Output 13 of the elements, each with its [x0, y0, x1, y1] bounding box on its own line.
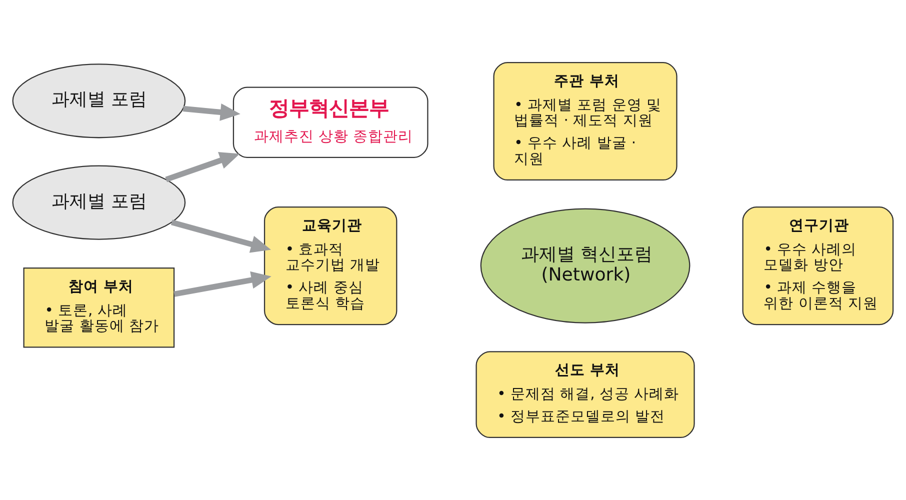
arrow — [182, 103, 240, 121]
arrow — [170, 220, 271, 253]
arrow — [165, 152, 240, 182]
node-box: 참여 부처 • 토론, 사례 발굴 활동에 참가 — [23, 268, 175, 348]
node-ellipse: 과제별 혁신포럼 (Network) — [480, 208, 690, 324]
arrow — [174, 271, 272, 297]
node-ellipse: 과제별 포럼 — [12, 165, 186, 240]
node-ellipse: 과제별 포럼 — [12, 64, 186, 138]
node-box: 선도 부처 • 문제점 해결, 성공 사례화 • 정부표준모델로의 발전 — [476, 351, 695, 438]
node-box: 연구기관 • 우수 사례의 모델화 방안 • 과제 수행을 위한 이론적 지원 — [742, 206, 894, 326]
node-box: 주관 부처 • 과제별 포럼 운영 및 법률적 · 제도적 지원 • 우수 사례 발굴 · 지원 — [493, 62, 678, 181]
node-box: 정부혁신본부 과제추진 상황 종합관리 — [232, 86, 428, 158]
node-box: 교육기관 • 효과적 교수기법 개발 • 사례 중심 토론식 학습 — [264, 206, 398, 326]
